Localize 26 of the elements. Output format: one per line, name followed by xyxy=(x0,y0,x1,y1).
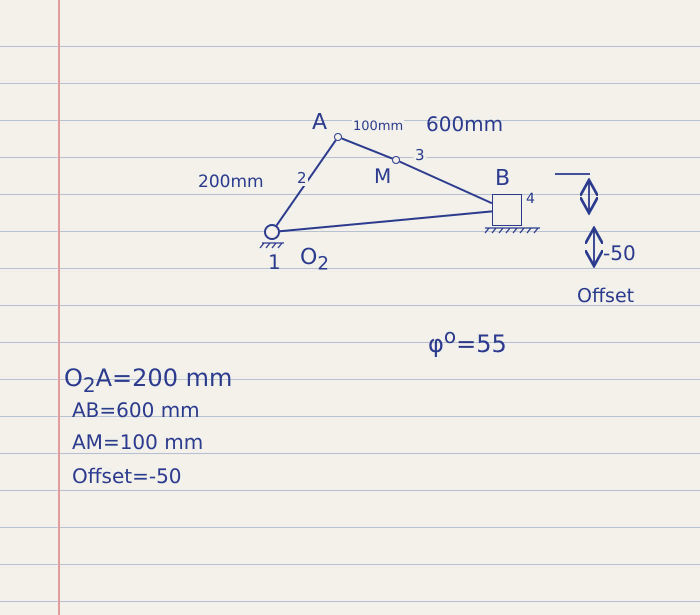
edge-label: 3 xyxy=(414,148,426,163)
pin-joint xyxy=(334,133,342,141)
dimension-label: φ$^{o}$=55 xyxy=(428,326,507,356)
link-number: 4 xyxy=(526,192,535,206)
link-line xyxy=(341,138,393,160)
joint-label: B xyxy=(495,168,510,190)
dimension-label: 200mm xyxy=(198,174,264,191)
link-line xyxy=(280,210,492,232)
link-line xyxy=(276,140,337,226)
equation-text: AM=100 mm xyxy=(72,432,204,452)
joint-label: O$_{2}$ xyxy=(300,247,329,274)
dimension-label: -50 xyxy=(603,243,636,263)
link-line xyxy=(399,160,492,204)
point-marker xyxy=(392,156,400,164)
joint-label: M xyxy=(374,166,392,186)
dimension-label: 600mm xyxy=(426,114,504,134)
edge-label: 100mm xyxy=(352,120,404,133)
link-number: 1 xyxy=(268,252,281,272)
slider-block xyxy=(492,194,522,226)
equation-text: AB=600 mm xyxy=(72,400,200,420)
joint-label: A xyxy=(312,112,328,134)
equation-text: O$_{2}$A=200 mm xyxy=(64,366,232,395)
edge-label: 2 xyxy=(296,171,308,186)
fixed-pivot xyxy=(264,224,280,240)
dimension-label: Offset xyxy=(577,287,634,306)
equation-text: Offset=-50 xyxy=(72,466,182,486)
